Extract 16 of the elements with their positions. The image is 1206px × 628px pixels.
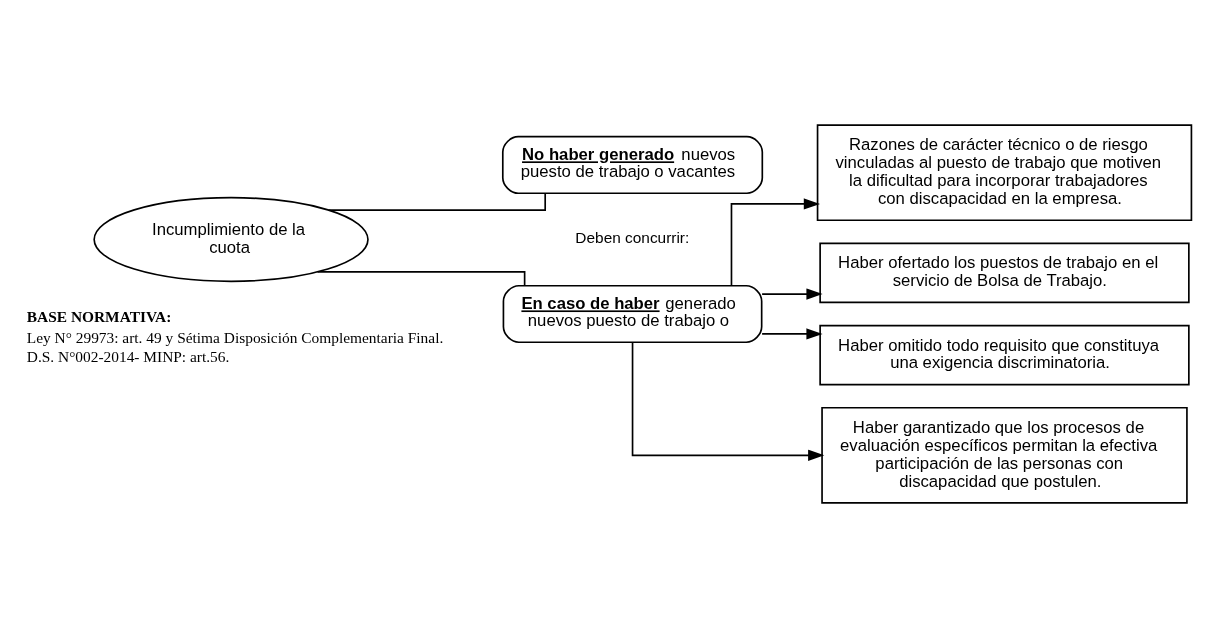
node-box: Haber ofertado los puestos de trabajo en el servicio de Bolsa de Trabajo. [819,242,1190,304]
node-box: Haber garantizado que los procesos de evaluación específicos permitan la efectiva participación de las personas con discapacidad que postulen. [821,406,1188,504]
arrow [631,341,825,461]
label: D.S. N°002-2014- MINP: art.56. [26,348,230,366]
node-box: Razones de carácter técnico o de riesgo vinculadas al puesto de trabajo que motiven la dificultad para incorporar trabajadores con discapacidad en la empresa. [816,124,1193,222]
label: Ley N° 29973: art. 49 y Sétima Disposición Complementaria Final. [26,329,444,347]
node-box: En caso de haber generado nuevos puesto de trabajo o [502,284,763,344]
arrow [761,328,823,340]
node-box: No haber generado nuevos puesto de trabajo o vacantes [501,135,764,195]
label: BASE NORMATIVA: [26,308,172,326]
arrow [761,288,823,300]
node-box: Haber omitido todo requisito que constituya una exigencia discriminatoria. [819,324,1190,386]
label: Deben concurrir: [575,229,690,247]
arrow [730,198,820,287]
node-ellipse: Incumplimiento de la cuota [93,196,369,283]
connector [316,271,526,287]
